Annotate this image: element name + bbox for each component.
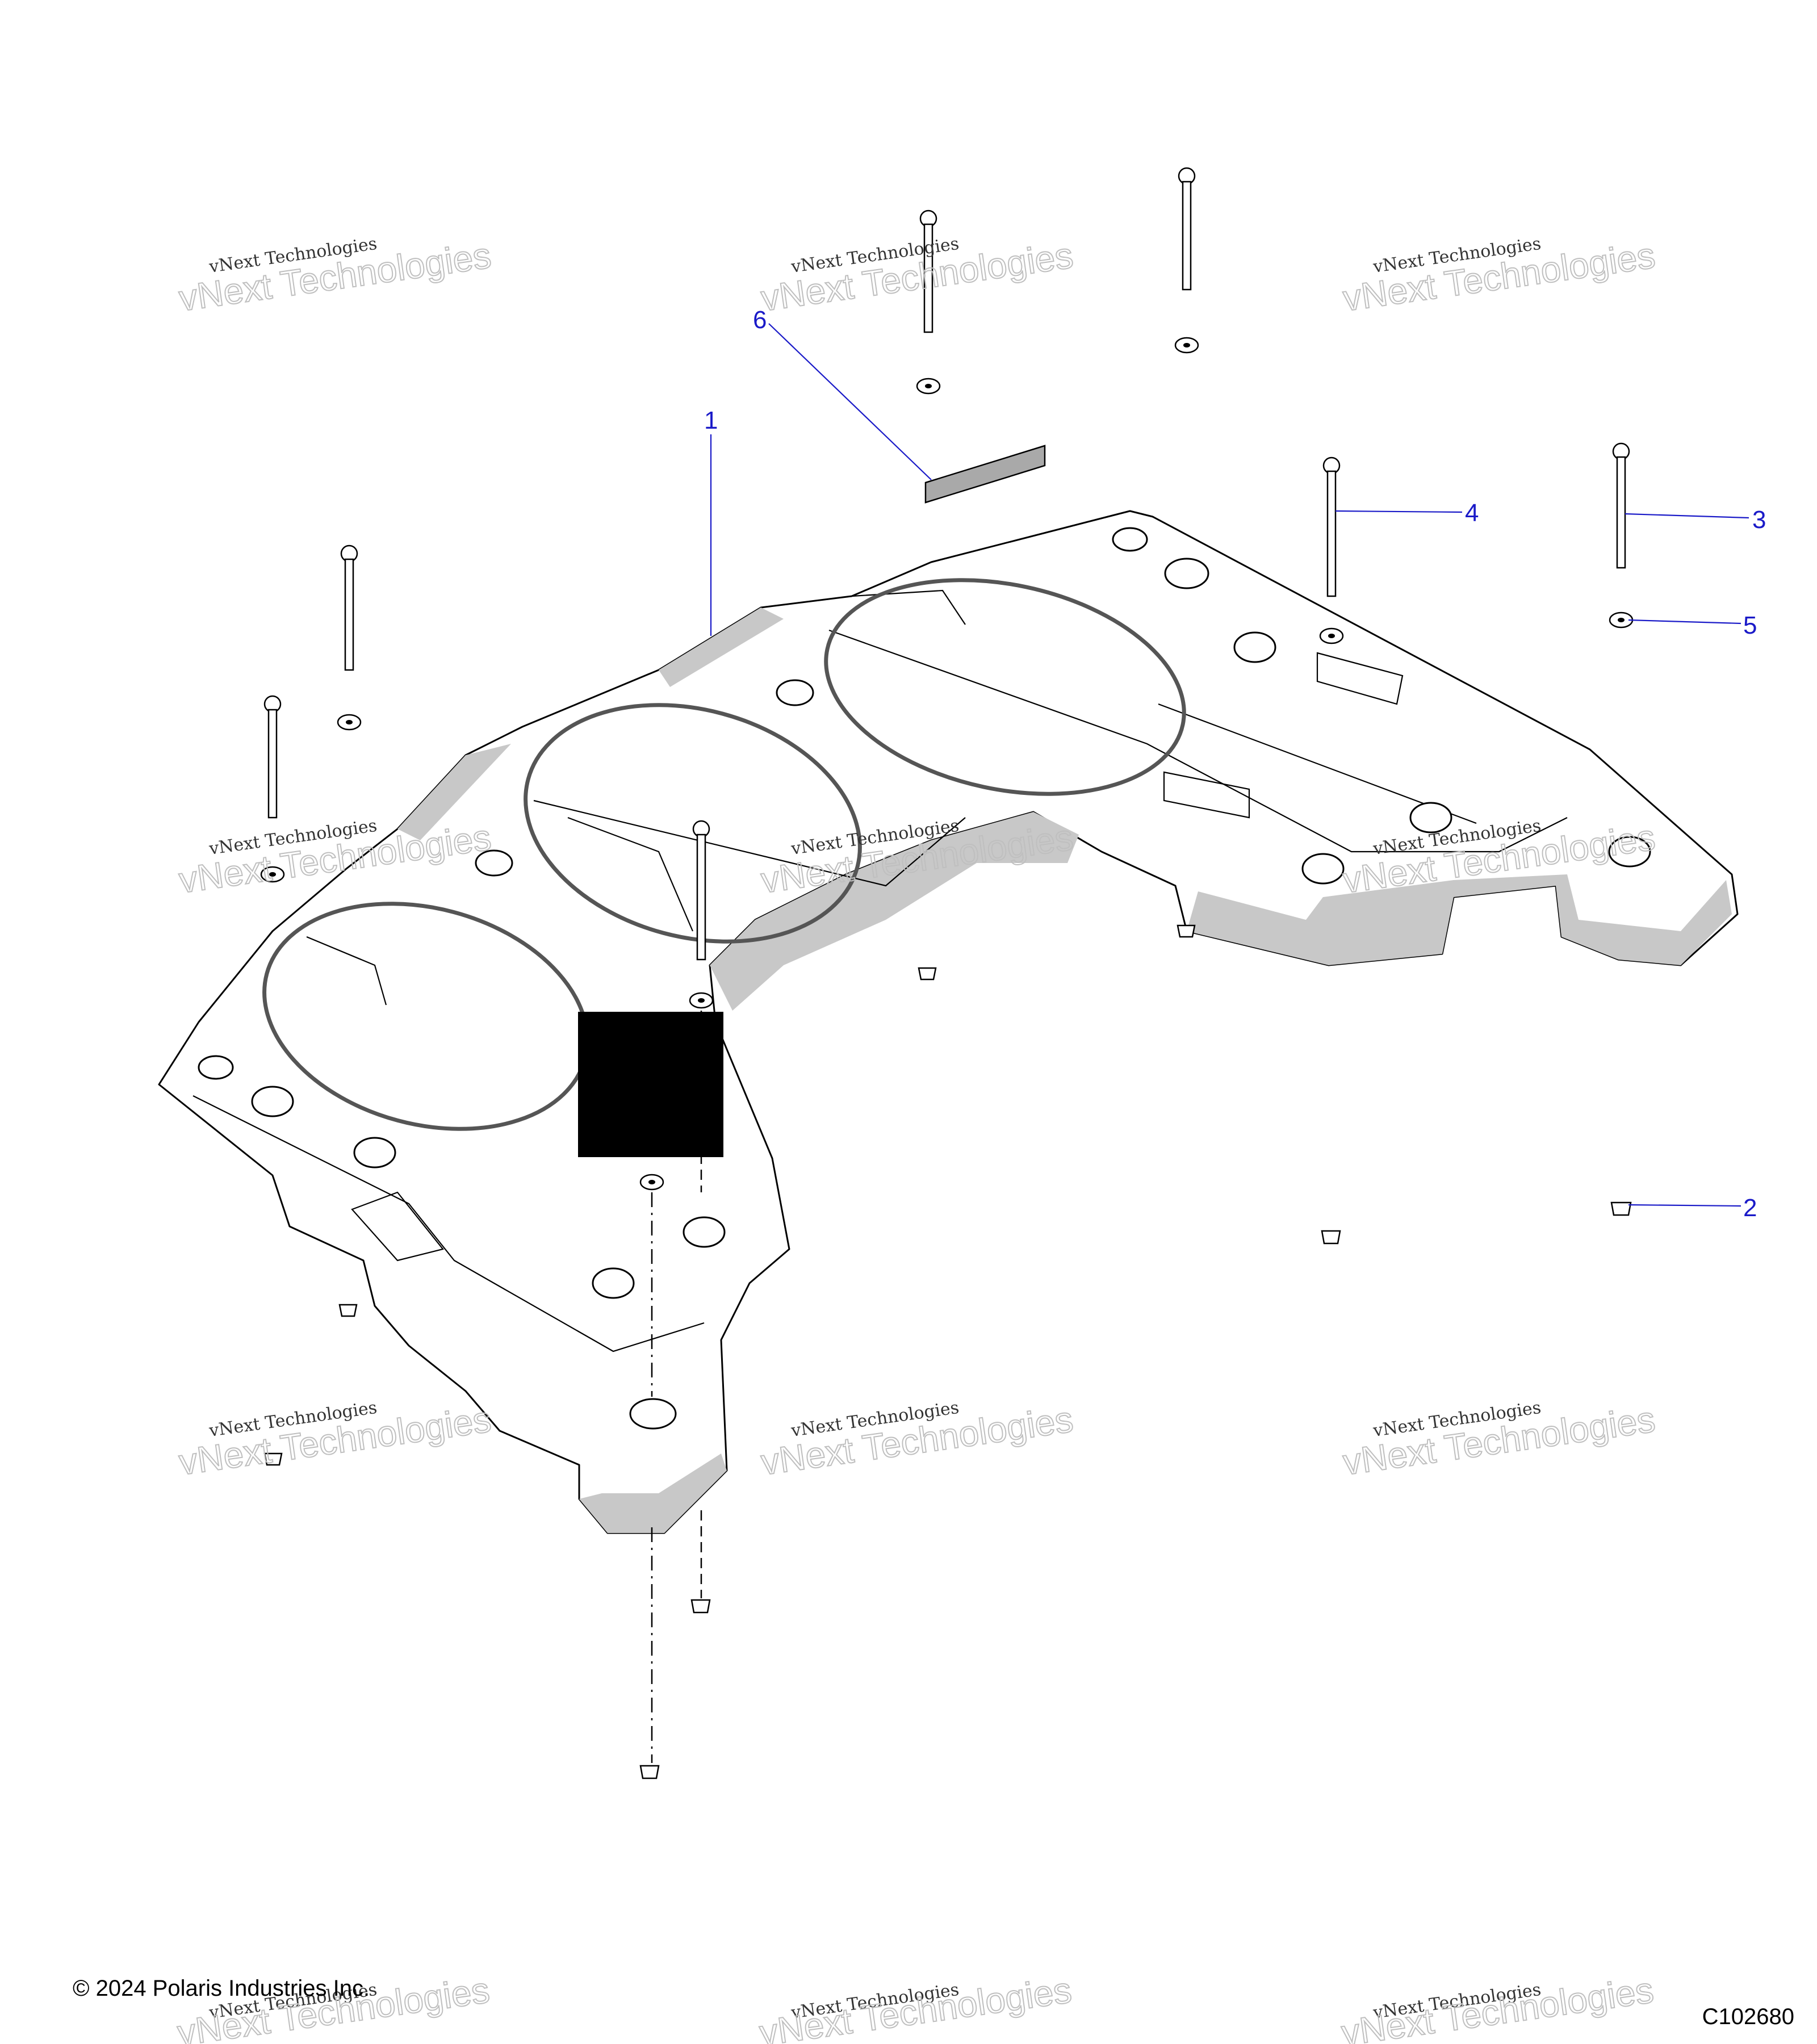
copyright-text: © 2024 Polaris Industries Inc. (73, 1976, 370, 2001)
washers (260, 337, 1634, 1191)
bolt (919, 210, 937, 333)
callout-4: 4 (1465, 499, 1479, 527)
redaction-block (578, 1012, 723, 1157)
svg-text:vNext Technologies: vNext Technologies (757, 1969, 1074, 2044)
leader-lines (710, 323, 1749, 1207)
callouts: 1 6 4 3 5 2 (704, 306, 1766, 1222)
nuts (263, 924, 1632, 1779)
bolt (263, 695, 282, 819)
watermark: vNext Technologies vNext Technologies (1338, 1968, 1656, 2044)
watermark: vNext Technologies vNext Technologies (756, 1968, 1074, 2044)
watermark: vNext Technologies vNext Technologies (1340, 1398, 1658, 1484)
rack-assembly (158, 510, 1739, 1534)
bolt (1322, 456, 1341, 597)
bolt (1612, 442, 1630, 569)
mounting-holes (198, 527, 1651, 1430)
callout-6: 6 (753, 306, 767, 334)
bolt (340, 544, 358, 671)
bolts (263, 167, 1630, 961)
diagram-code: C102680 (1702, 2004, 1794, 2029)
callout-3: 3 (1752, 506, 1766, 534)
bolt (692, 820, 710, 961)
watermark: vNext Technologies vNext Technologies (1340, 234, 1658, 320)
watermark: vNext Technologies vNext Technologies (176, 1398, 494, 1484)
callout-1: 1 (704, 407, 718, 434)
decal-part (924, 445, 1046, 504)
watermark: vNext Technologies vNext Technologies (758, 234, 1076, 320)
svg-text:vNext Technologies: vNext Technologies (1339, 1969, 1656, 2044)
callout-5: 5 (1743, 611, 1757, 639)
bolt (1178, 167, 1196, 291)
watermark: vNext Technologies vNext Technologies (758, 1398, 1076, 1484)
callout-2: 2 (1743, 1194, 1757, 1222)
watermark: vNext Technologies vNext Technologies (176, 234, 494, 320)
